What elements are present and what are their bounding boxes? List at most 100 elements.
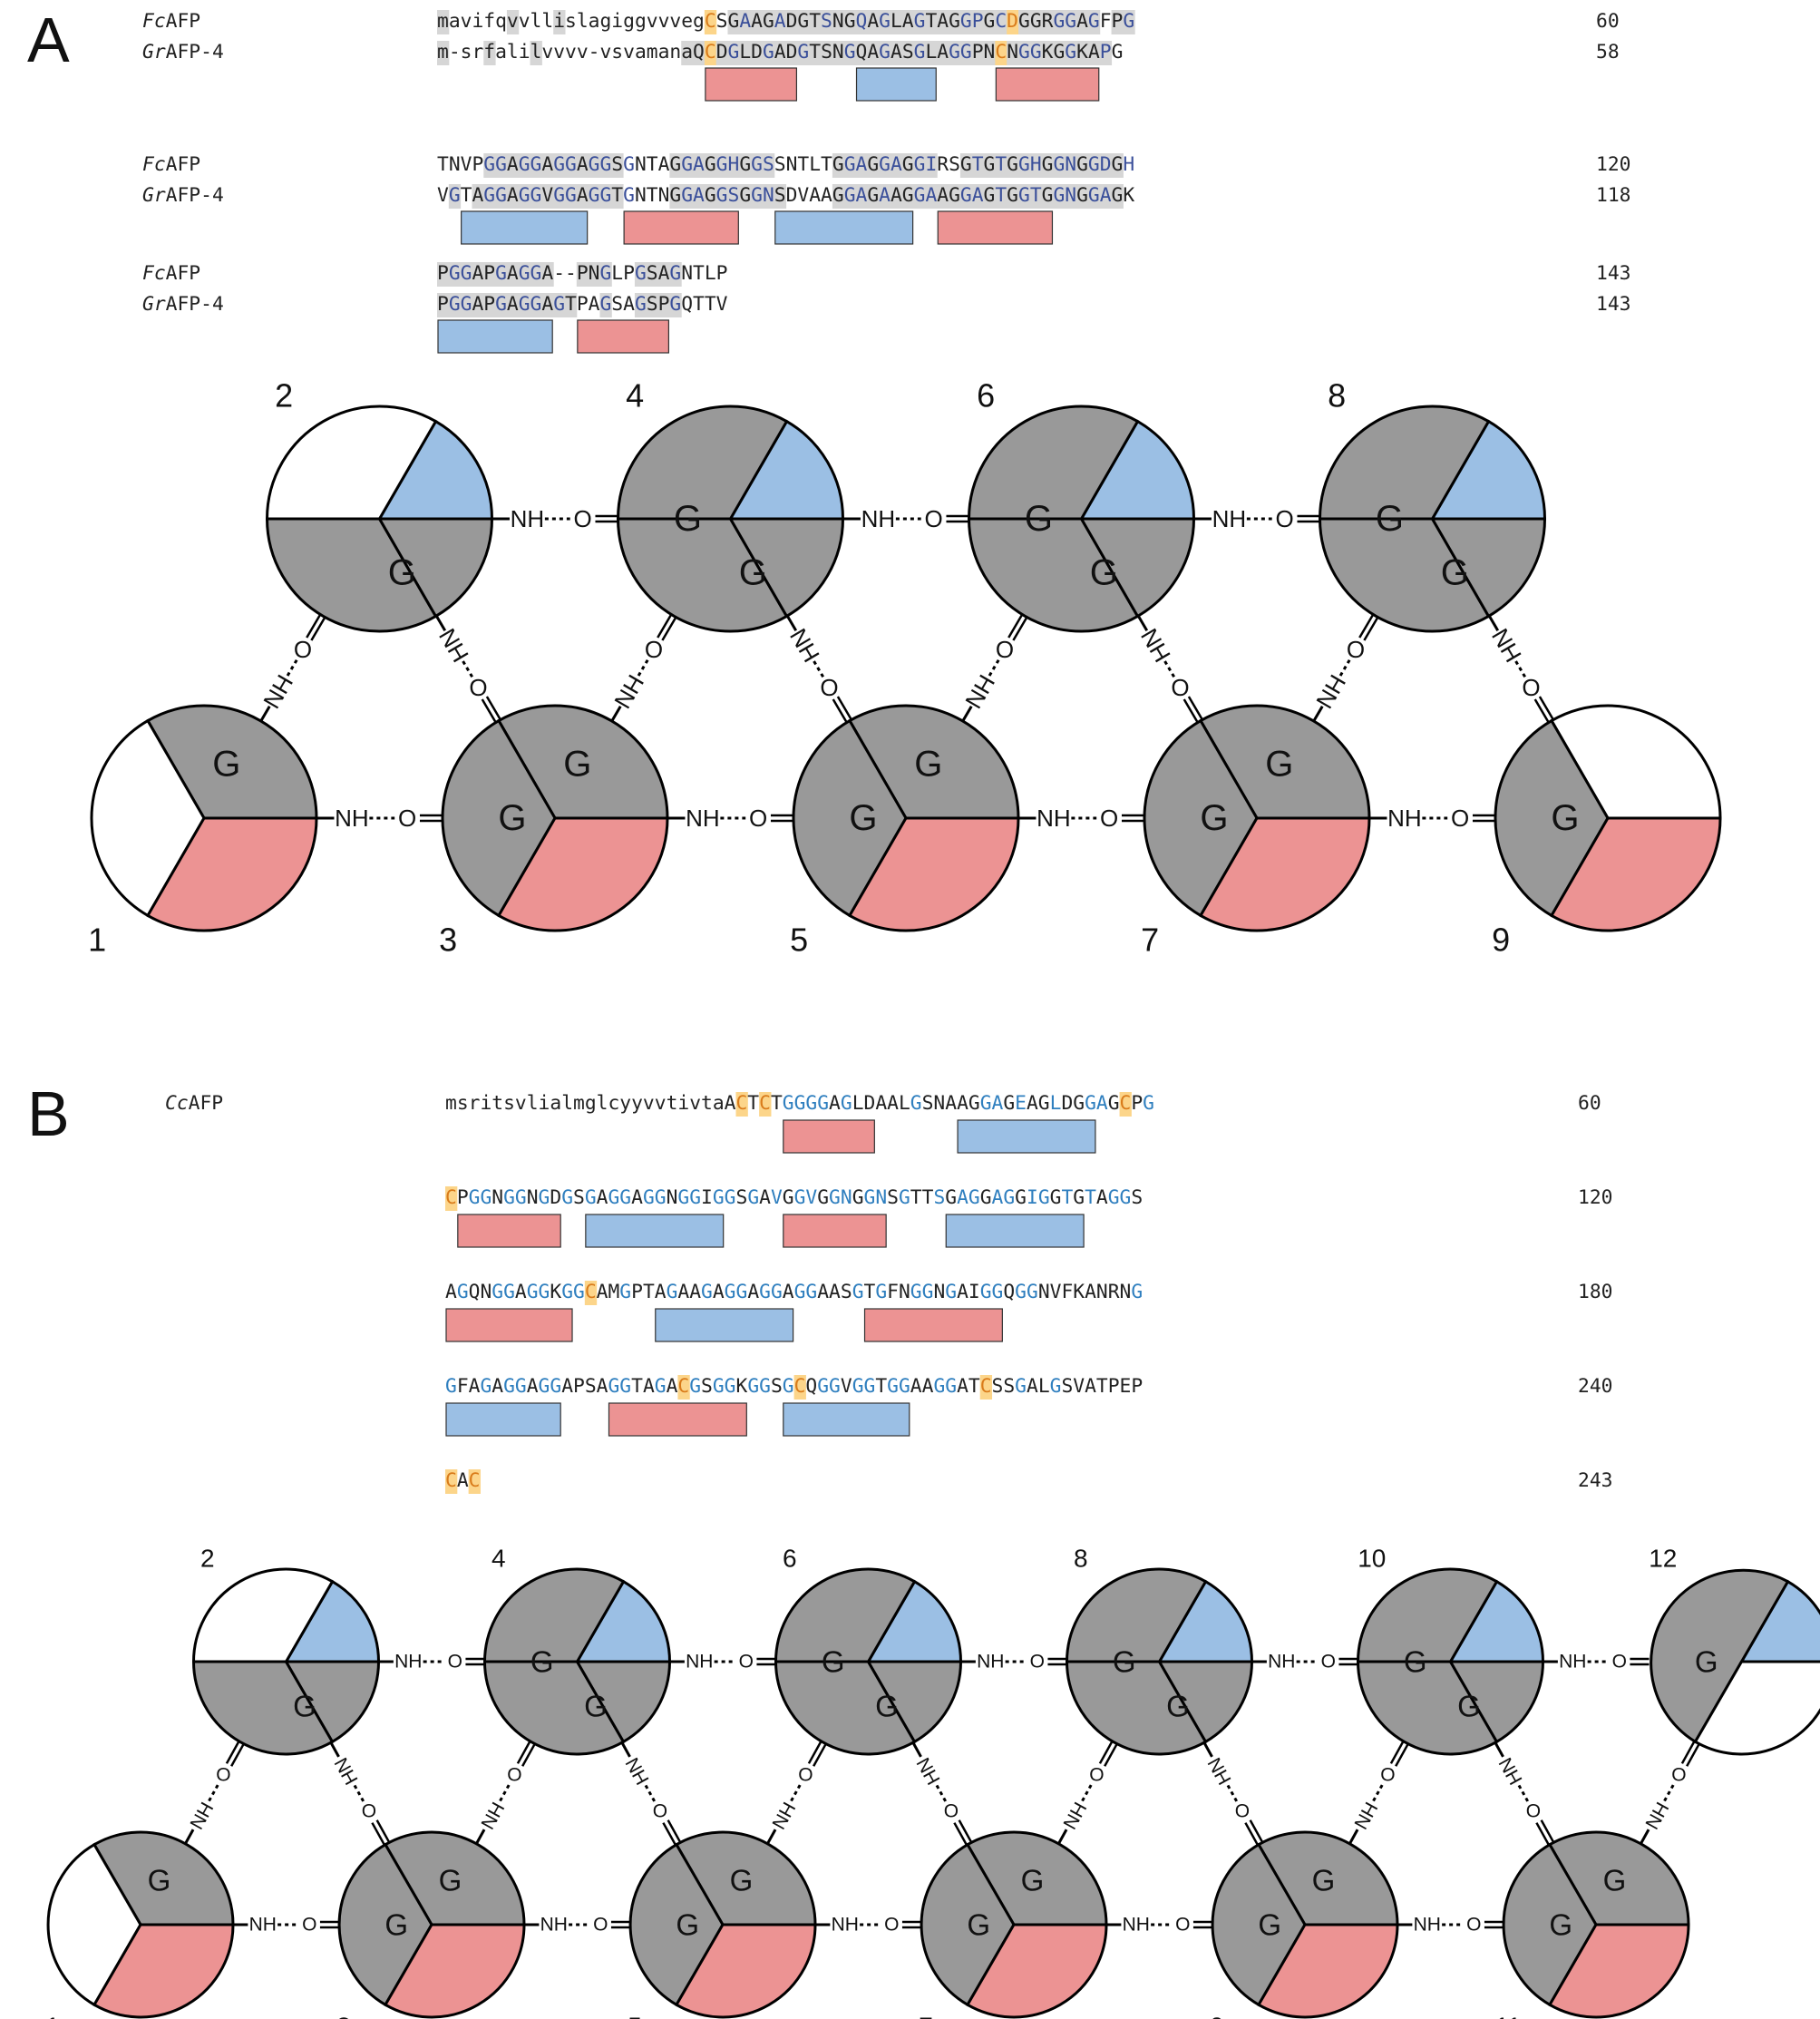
residue-highlight	[995, 10, 1007, 34]
hbond-bond	[911, 1741, 922, 1758]
residue-highlight	[739, 153, 752, 178]
residue-highlight	[1029, 41, 1043, 65]
residue-highlight	[821, 10, 833, 34]
glycine-label: G	[1376, 499, 1404, 539]
hbond-bond	[1312, 706, 1324, 722]
wheel-sector	[145, 816, 318, 932]
residue-highlight	[448, 184, 462, 209]
residue-highlight	[901, 153, 915, 178]
residue-highlight	[576, 184, 589, 209]
hbond-bond	[1487, 615, 1500, 631]
hbond-o: O	[645, 636, 663, 663]
residue-highlight	[785, 10, 798, 34]
strand-number: 5	[790, 922, 808, 959]
wheel-sector	[1078, 419, 1196, 521]
residue-highlight	[762, 184, 775, 209]
residue-highlight	[553, 153, 566, 178]
residue-highlight	[704, 41, 717, 65]
residue-highlight	[704, 10, 717, 34]
residue-highlight	[483, 184, 496, 209]
residue-highlight	[995, 41, 1007, 65]
hbond-hn: HN	[1058, 1799, 1090, 1833]
wheel-sector	[1211, 1842, 1307, 2007]
residue-highlight	[483, 262, 496, 287]
glycine-label: G	[967, 1908, 990, 1942]
blue-helix-bar	[461, 210, 589, 245]
hbond-double-bond	[481, 698, 497, 724]
wheel-sector	[1065, 1567, 1208, 1663]
hbond-double-bond	[807, 1741, 822, 1764]
residue-highlight	[1119, 1092, 1132, 1117]
strand-number: 3	[336, 2013, 351, 2019]
residue-highlight	[1053, 10, 1066, 34]
hbond-o: O	[924, 505, 942, 532]
residue-number: 118	[1596, 184, 1630, 207]
residue-highlight	[879, 41, 891, 65]
residue-highlight	[890, 153, 903, 178]
strand-number: 12	[1649, 1545, 1677, 1573]
residue-highlight	[832, 10, 845, 34]
hbond-nh: NH	[977, 1652, 1004, 1673]
residue-highlight	[669, 184, 682, 209]
helix-wheel: GG	[1502, 1830, 1690, 2019]
residue-highlight	[879, 10, 891, 34]
residue-highlight	[925, 153, 938, 178]
residue-number: 60	[1578, 1092, 1601, 1115]
residue-highlight	[995, 153, 1007, 178]
hbond-dashes	[1081, 1784, 1093, 1802]
wheel-sector	[265, 405, 438, 521]
residue-highlight	[774, 184, 787, 209]
residue-highlight	[1076, 153, 1089, 178]
residue-highlight	[913, 184, 926, 209]
residue-highlight	[669, 262, 682, 287]
hbond-o: O	[469, 674, 487, 701]
residue-highlight	[913, 10, 926, 34]
residue-highlight	[1087, 41, 1101, 65]
hbond-o: O	[1380, 1764, 1395, 1785]
residue-highlight	[518, 262, 531, 287]
glycine-label: G	[1457, 1689, 1481, 1722]
glycine-label: G	[384, 1908, 408, 1942]
hbond-hn: HN	[784, 624, 825, 668]
hbond-double-bond	[953, 1822, 968, 1846]
residue-highlight	[890, 10, 903, 34]
residue-number: 60	[1596, 10, 1620, 33]
wheel-sector	[574, 1660, 672, 1744]
wheel-sector	[92, 1923, 235, 2019]
residue-highlight	[506, 262, 520, 287]
residue-highlight	[901, 10, 915, 34]
residue-highlight	[495, 184, 508, 209]
residue-highlight	[867, 41, 880, 65]
hbond-double-bond	[1538, 696, 1554, 721]
strand-number: 1	[45, 2013, 60, 2019]
hbond-double-bond	[1187, 696, 1203, 721]
helix-wheel: G	[46, 1830, 235, 2019]
hbond-double-bond	[1249, 1819, 1264, 1843]
residue-highlight	[1053, 184, 1066, 209]
residue-highlight	[727, 153, 740, 178]
residue-highlight	[797, 10, 810, 34]
residue-highlight	[611, 153, 624, 178]
residue-highlight	[693, 41, 706, 65]
hbond-double-bond	[1007, 613, 1024, 639]
hbond-nh: NH	[832, 1915, 859, 1936]
hbond-bond	[766, 1829, 777, 1845]
strand-number: 9	[1492, 922, 1510, 959]
helix-wheel: GG	[1065, 1567, 1254, 1756]
helix-wheel: GG	[1143, 704, 1371, 932]
residue-highlight	[809, 10, 822, 34]
blue-helix-bar	[585, 1214, 725, 1248]
hbond-hn: HN	[476, 1799, 508, 1833]
strand-number: 8	[1328, 377, 1346, 415]
helix-wheel: G	[265, 405, 494, 633]
hbond-double-bond	[375, 1819, 391, 1843]
sequence-name: GrAFP-4	[142, 41, 224, 63]
blue-helix-bar	[655, 1308, 794, 1342]
wheel-sector	[674, 1923, 817, 2019]
sequence-name: GrAFP-4	[142, 184, 224, 207]
hbond-double-bond	[958, 1819, 973, 1843]
hbond-o: O	[1275, 505, 1293, 532]
wheel-sector	[574, 1579, 672, 1663]
residue-highlight	[959, 153, 973, 178]
wheel-sector	[1356, 1660, 1499, 1756]
